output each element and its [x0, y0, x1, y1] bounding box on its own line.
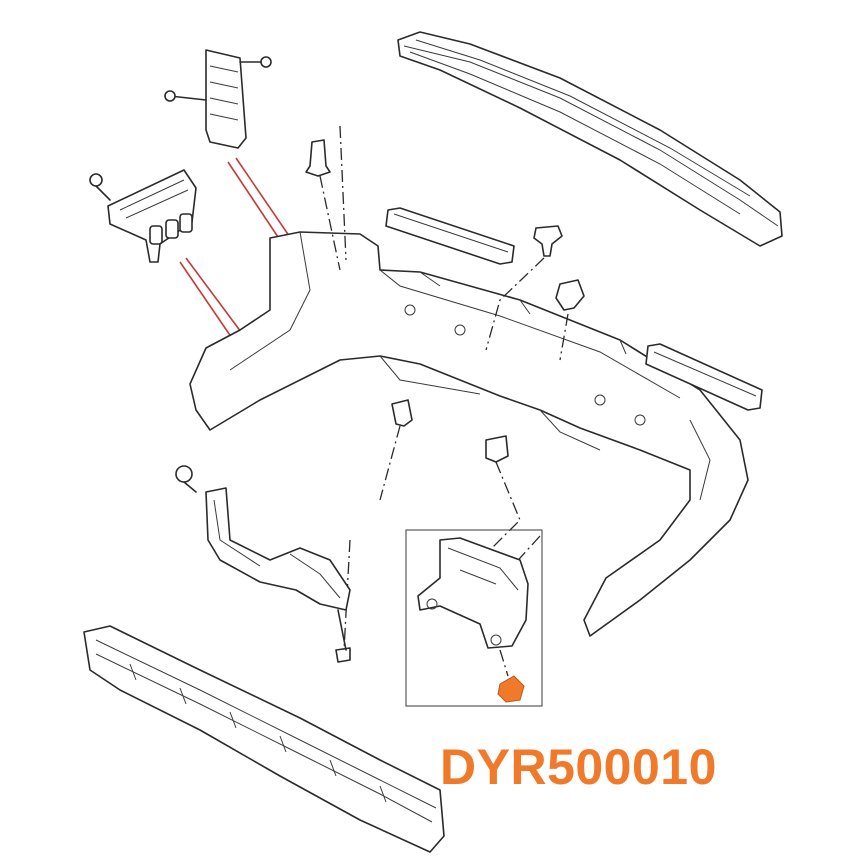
right-reflector — [645, 343, 763, 411]
left-reflector — [385, 207, 515, 265]
part-number-label: DYR500010 — [440, 739, 717, 795]
fasteners — [175, 139, 585, 663]
orange-clip-icon — [497, 675, 525, 703]
lower-left-bracket — [205, 487, 351, 651]
detail-inset-box — [405, 529, 543, 707]
bumper-cover — [189, 231, 749, 637]
upper-reinforcement-bar — [397, 31, 783, 247]
left-mounting-bracket — [89, 169, 197, 263]
lower-bumper-beam — [83, 625, 445, 853]
upper-left-bracket — [164, 49, 272, 149]
